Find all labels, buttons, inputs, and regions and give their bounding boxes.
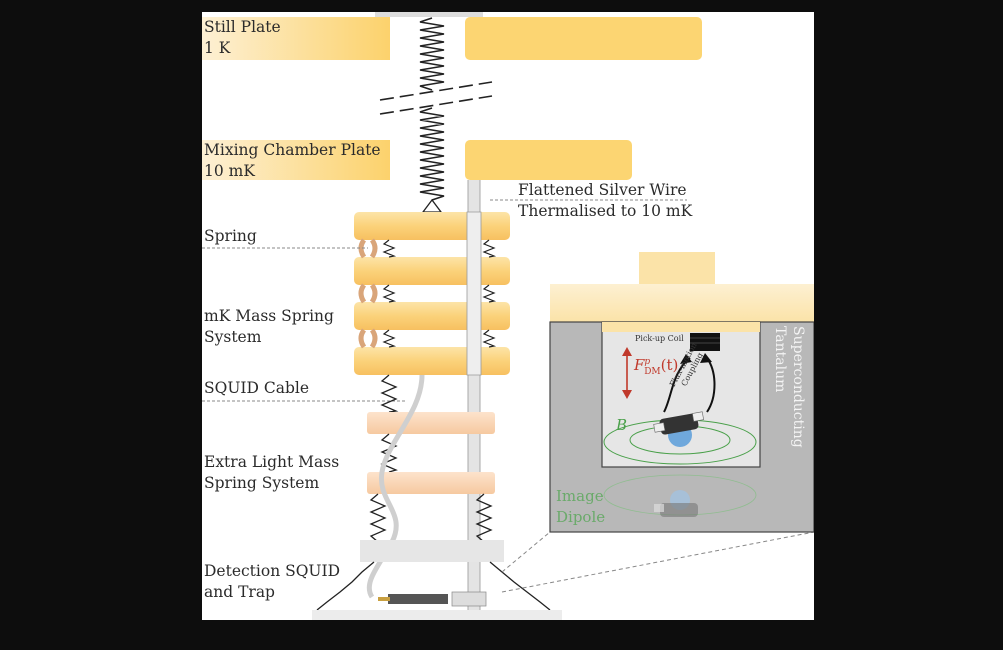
lower-spring [419,107,445,201]
extra-light-mass-stack [367,374,495,494]
silver-wire-temp: Thermalised to 10 mK [518,202,693,220]
mk-mass-label: mK Mass Spring [204,307,334,325]
tantalum-label: Superconducting [790,326,806,448]
squid-cable-label: SQUID Cable [204,379,310,397]
base-plate [312,610,562,620]
tantalum-label-2: Tantalum [772,326,788,393]
cryogenic-setup-diagram: Still Plate 1 K Mixing Chamber Plate 10 … [202,12,814,620]
squid-chip [388,594,448,604]
mixing-plate-left [202,140,390,180]
detection-block [360,540,504,562]
spring-label: Spring [204,227,257,245]
force-label: FpDM(t) [634,356,679,377]
break-line-top [379,81,493,101]
top-mount [375,12,483,17]
mixing-plate-right [465,140,632,180]
mixing-plate-temp: 10 mK [204,162,255,180]
mixing-plate-label: Mixing Chamber Plate [204,141,381,159]
detection-squid-label: Detection SQUID [204,562,341,580]
diagram-graphics [202,12,814,620]
extra-light-label: Extra Light Mass [204,453,340,471]
still-plate-right [465,17,702,60]
inset-panel [549,252,814,533]
spring-hook [421,198,443,213]
still-plate-label: Still Plate [204,18,281,36]
extra-light-label-2: Spring System [204,474,320,492]
break-line-bottom [379,95,493,115]
field-label: B [616,416,628,434]
squid-cable [366,374,425,599]
mk-mass-stack [354,212,510,375]
mk-mass-label-2: System [204,328,262,346]
still-plate-left [202,17,390,60]
upper-spring [419,17,445,91]
pickup-coil-label: Pick-up Coil [635,334,684,343]
silver-wire-label: Flattened Silver Wire [518,181,687,199]
still-plate-temp: 1 K [204,39,231,57]
detection-trap-label: and Trap [204,583,275,601]
